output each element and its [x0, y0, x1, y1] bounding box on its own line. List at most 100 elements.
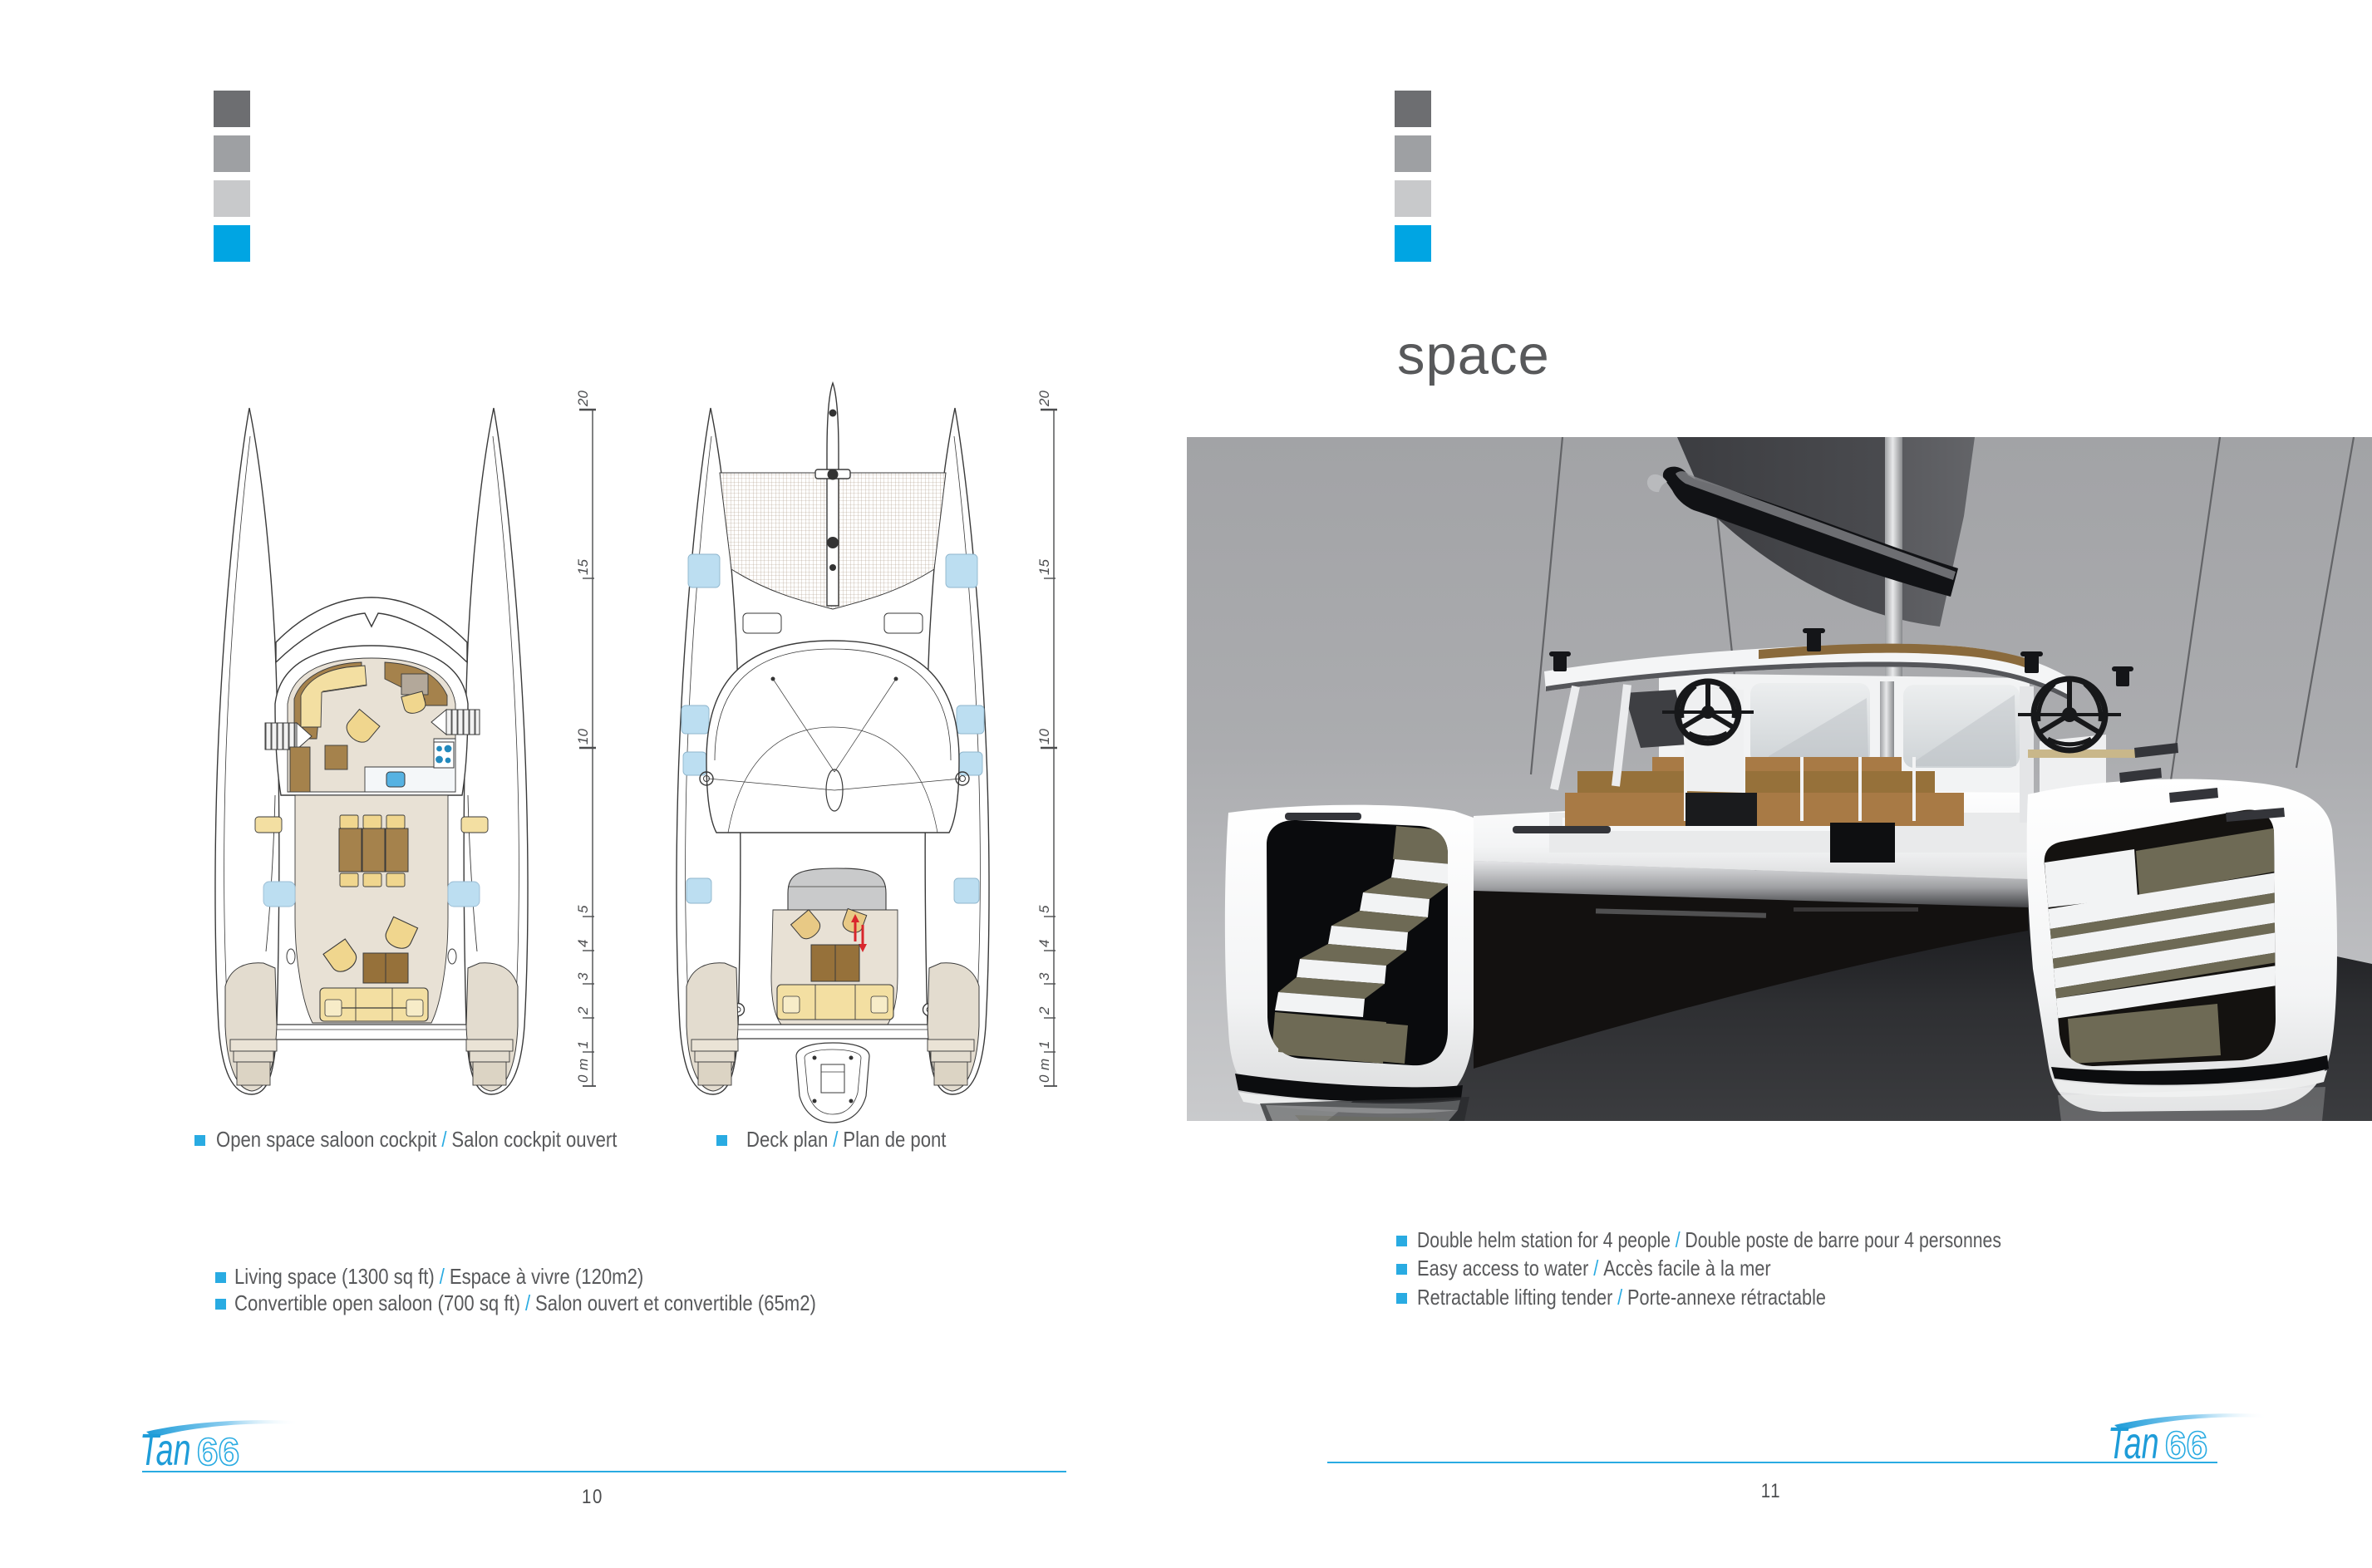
render-hull-left-stripe [1235, 1074, 1463, 1103]
left-bullet-2-en: Convertible open saloon (700 sq ft) [234, 1290, 520, 1315]
plan2-red-arrows [851, 914, 867, 952]
render-hull-right-boot-stripe [2055, 1070, 2327, 1098]
render-windshield-right [1903, 685, 2020, 768]
figure1-caption-en: Open space saloon cockpit [216, 1127, 437, 1152]
plan1-lounge-chair-2 [385, 916, 419, 949]
plan1-foredeck [275, 597, 468, 664]
render-hardtop-wood [1759, 643, 2025, 667]
logo-number: 66 [197, 1430, 239, 1472]
color-square-stack-left [214, 91, 250, 262]
right-bullet-3-separator: / [1617, 1285, 1623, 1310]
logo-swash [146, 1420, 308, 1438]
render-cockpit [1549, 757, 2031, 863]
left-bullet-1-square [215, 1272, 226, 1283]
hero-render [1187, 437, 2372, 1121]
plan1-bulwark-right [467, 794, 478, 952]
right-bullet-3: Retractable lifting tender/Porte-annexe … [1417, 1285, 1907, 1310]
plan1-stern-steps-left [224, 962, 278, 1092]
figure1-caption-separator: / [441, 1127, 447, 1152]
svg-text:2: 2 [575, 1006, 591, 1015]
square-mid-gray [214, 135, 250, 172]
plan1-cleat-right [447, 948, 457, 965]
figure2-caption: Deck plan/Plan de pont [746, 1127, 982, 1153]
left-bullet-2-square [215, 1299, 226, 1310]
logo-right: Tan 66 [2108, 1413, 2276, 1466]
footer-rule-left [142, 1471, 1066, 1472]
render-wheel-right [2018, 676, 2121, 754]
plan1-cabinet-left [289, 746, 311, 793]
svg-text:5: 5 [1036, 905, 1052, 913]
render-reflections [1266, 907, 2325, 1121]
right-bullet-3-fr: Porte-annexe rétractable [1627, 1285, 1827, 1310]
plan1-sink [386, 771, 406, 788]
right-bullet-2-fr: Accès facile à la mer [1603, 1256, 1771, 1280]
right-bullet-2-separator: / [1593, 1256, 1599, 1280]
right-bullet-1: Double helm station for 4 people/Double … [1417, 1227, 2133, 1253]
render-hull-left-shadow [1260, 1097, 1469, 1121]
figure1-bullet [194, 1135, 205, 1146]
svg-text:15: 15 [575, 559, 591, 575]
render-hull-right [2026, 743, 2337, 1112]
square-dark-gray [1395, 91, 1431, 127]
right-bullet-3-en: Retractable lifting tender [1417, 1285, 1613, 1310]
render-helm-left [1624, 678, 1757, 826]
right-bullet-1-separator: / [1675, 1227, 1681, 1252]
figure2-caption-separator: / [833, 1127, 839, 1152]
svg-text:4: 4 [1036, 940, 1052, 947]
svg-text:1: 1 [575, 1041, 591, 1049]
left-bullet-1-fr: Espace à vivre (120m2) [449, 1264, 644, 1289]
render-hardtop [1544, 628, 2133, 791]
left-bullet-2-separator: / [524, 1290, 531, 1315]
svg-text:0: 0 [575, 1074, 591, 1083]
right-bullet-2-square [1396, 1264, 1407, 1275]
plan2-stern-platform [721, 1024, 945, 1040]
plan2-stern-steps-left [686, 962, 739, 1092]
plan1-cleat-left [286, 948, 296, 965]
plan1-dining-set [338, 814, 409, 887]
plan2-ruler: 20 15 10 5 4 3 2 1 m 0 [1036, 391, 1057, 1087]
svg-text:10: 10 [575, 729, 591, 745]
render-nav-lights [1549, 628, 2133, 686]
left-bullet-1: Living space (1300 sq ft)/Espace à vivre… [234, 1264, 716, 1290]
svg-text:0: 0 [1036, 1074, 1052, 1083]
square-blue [214, 225, 250, 262]
plan1-coffee-table [362, 952, 409, 984]
square-dark-gray [214, 91, 250, 127]
plan2-stern-sofa [776, 984, 894, 1020]
plan1-side-table [324, 745, 348, 770]
plan1-bench-left [263, 881, 296, 907]
color-square-stack-right [1395, 91, 1431, 262]
plan1-stairs-right [431, 708, 480, 736]
render-hull-left [1224, 804, 1474, 1102]
figure1-caption: Open space saloon cockpit/Salon cockpit … [216, 1127, 688, 1153]
logo-script: Tan [140, 1424, 191, 1472]
figure2-caption-en: Deck plan [746, 1127, 829, 1152]
svg-text:20: 20 [575, 391, 591, 407]
square-blue [1395, 225, 1431, 262]
right-bullet-1-fr: Double poste de barre pour 4 personnes [1685, 1227, 2001, 1252]
right-bullet-1-square [1396, 1236, 1407, 1246]
svg-text:m: m [575, 1059, 591, 1070]
plan1-ruler: 20 15 10 5 4 3 2 1 m 0 [575, 391, 596, 1087]
plan2-mast-rigging [699, 676, 970, 812]
deck-plan-drawing: 20 15 10 5 4 3 2 1 m 0 [676, 381, 1057, 1123]
figure2-bullet [716, 1135, 727, 1146]
render-boom [1646, 466, 1958, 597]
plan1-bench-right [447, 881, 480, 907]
render-wheel-left [1662, 678, 1754, 746]
plan1-desk [401, 673, 429, 696]
plan2-deck-hatch-left [742, 612, 782, 634]
plan2-dinghy [795, 1042, 870, 1123]
svg-text:3: 3 [1036, 972, 1052, 981]
figure2-caption-fr: Plan de pont [843, 1127, 947, 1152]
page-number-left: 10 [581, 1486, 604, 1508]
square-mid-gray [1395, 135, 1431, 172]
square-light-gray [214, 180, 250, 217]
plan1-armchair [346, 708, 381, 743]
render-underdeck-shadow [1474, 891, 2028, 1069]
logo-script: Tan [2108, 1418, 2159, 1466]
plan1-locker-right [460, 816, 489, 833]
plan1-stove [433, 741, 455, 769]
svg-text:3: 3 [575, 972, 591, 981]
plan1-left-hull [214, 407, 280, 1095]
